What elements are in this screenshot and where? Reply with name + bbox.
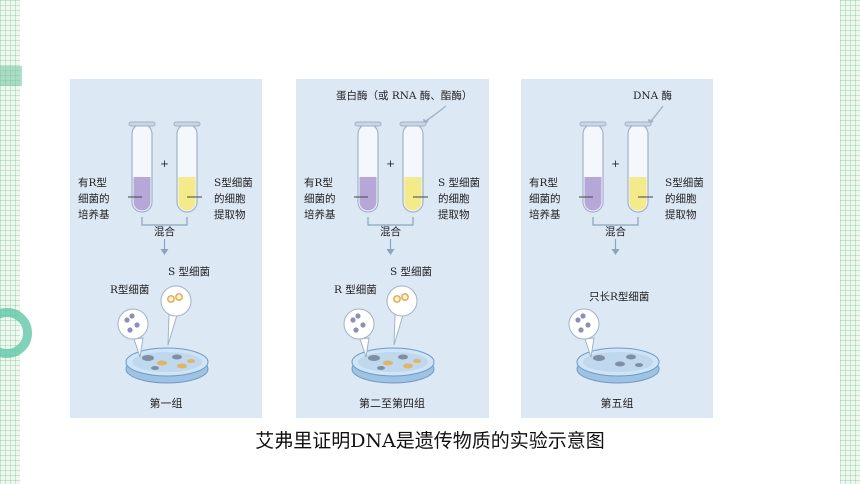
s-bacteria-label: S 型细菌 <box>168 265 210 278</box>
r-bacteria-bubble <box>117 308 149 358</box>
petri-dish <box>351 347 435 384</box>
plus-sign: + <box>160 158 169 170</box>
enzyme-arrow <box>650 105 664 122</box>
left-grid-decoration <box>0 0 20 484</box>
r-bacteria-bubble <box>568 308 600 358</box>
arrow-down-icon <box>611 249 620 255</box>
test-tube-r-culture <box>579 121 607 213</box>
tube-left-label: 有R型 细菌的 培养基 <box>529 176 561 221</box>
arrow-down-icon <box>386 249 395 255</box>
group-label: 第五组 <box>601 396 634 410</box>
mix-bracket <box>592 217 639 226</box>
tube-right-label-line: S 型细菌 <box>438 176 480 189</box>
enzyme-arrow <box>425 105 447 122</box>
petri-dish <box>125 347 209 384</box>
tube-right-label: S 型细菌 的细胞 提取物 <box>438 176 480 221</box>
tube-left-label: 有R型 细菌的 培养基 <box>78 176 110 221</box>
tube-left-label-line: 细菌的 <box>78 192 110 205</box>
s-bacteria-bubble <box>160 285 192 346</box>
mix-bracket <box>141 217 188 226</box>
tube-left-label-line: 培养基 <box>78 208 110 221</box>
right-grid-decoration <box>840 0 860 484</box>
plus-sign: + <box>611 158 620 170</box>
test-tube-s-extract <box>624 121 652 213</box>
test-tube-s-extract <box>399 121 427 213</box>
tube-left-label-line: 有R型 <box>78 176 107 189</box>
decorative-bar <box>0 66 22 86</box>
tube-right-label-line: 的细胞 <box>438 192 470 205</box>
tube-right-label-line: 的细胞 <box>665 192 697 205</box>
enzyme-label: DNA 酶 <box>633 89 673 102</box>
decorative-ring <box>0 308 32 358</box>
group-label: 第一组 <box>150 396 183 410</box>
tube-left-label-line: 细菌的 <box>529 192 561 205</box>
r-bacteria-label: R 型细菌 <box>334 283 377 296</box>
tube-left-label-line: 培养基 <box>304 208 336 221</box>
mix-label: 混合 <box>380 225 401 238</box>
experiment-panel-group-1: + 有R型 细菌的 培养基 S型细菌 的细胞 提取物 混合 S 型细菌 R型细菌 <box>70 79 262 418</box>
group-label: 第二至第四组 <box>359 396 425 410</box>
s-bacteria-bubble <box>386 285 418 346</box>
experiment-panel-group-2-4: 蛋白酶（或 RNA 酶、酯酶） + 有R型 细菌的 培养基 S 型细菌 的细胞 … <box>296 79 489 418</box>
tube-right-label-line: S型细菌 <box>214 176 253 189</box>
tube-right-label-line: S型细菌 <box>665 176 704 189</box>
tube-right-label-line: 的细胞 <box>214 192 246 205</box>
tube-right-label-line: 提取物 <box>438 208 470 221</box>
tube-left-label-line: 细菌的 <box>304 192 336 205</box>
mix-bracket <box>367 217 414 226</box>
tube-left-label-line: 培养基 <box>529 208 561 221</box>
plus-sign: + <box>386 158 395 170</box>
petri-dish <box>576 347 660 384</box>
test-tube-s-extract <box>173 121 201 213</box>
test-tube-r-culture <box>128 121 156 213</box>
tube-right-label-line: 提取物 <box>665 208 697 221</box>
mix-label: 混合 <box>154 225 175 238</box>
r-bacteria-label: R型细菌 <box>110 283 149 296</box>
tube-right-label-line: 提取物 <box>214 208 246 221</box>
s-bacteria-label: S 型细菌 <box>390 265 432 278</box>
experiment-panel-group-5: DNA 酶 + 有R型 细菌的 培养基 S型细菌 的细胞 提取物 混合 <box>521 79 713 418</box>
enzyme-label: 蛋白酶（或 RNA 酶、酯酶） <box>336 89 472 102</box>
tube-left-label-line: 有R型 <box>304 176 333 189</box>
tube-left-label-line: 有R型 <box>529 176 558 189</box>
tube-right-label: S型细菌 的细胞 提取物 <box>665 176 704 221</box>
mix-label: 混合 <box>605 225 626 238</box>
tube-right-label: S型细菌 的细胞 提取物 <box>214 176 253 221</box>
figure-caption: 艾弗里证明DNA是遗传物质的实验示意图 <box>255 430 605 452</box>
arrow-down-icon <box>160 249 169 255</box>
tube-left-label: 有R型 细菌的 培养基 <box>304 176 336 221</box>
test-tube-r-culture <box>354 121 382 213</box>
r-bacteria-bubble <box>343 308 375 358</box>
result-label: 只长R型细菌 <box>589 290 649 303</box>
